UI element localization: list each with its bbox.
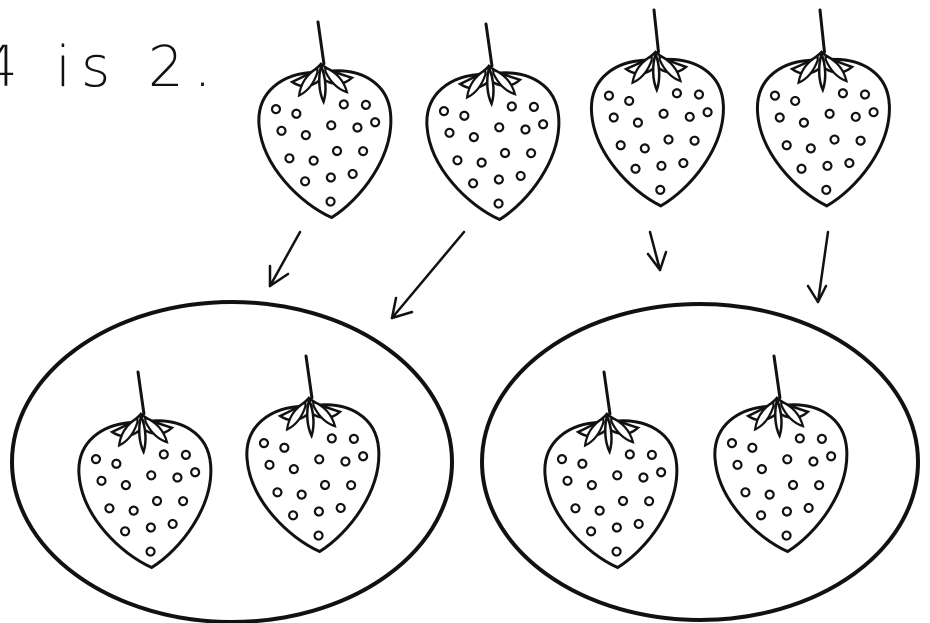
- strawberry-icon: [72, 367, 217, 572]
- arrow-icon: [648, 232, 666, 270]
- arrow-icon: [808, 232, 828, 302]
- strawberry-icon: [420, 19, 565, 224]
- top-row: [252, 8, 893, 224]
- strawberry-icon: [708, 351, 853, 556]
- arrow-icon: [392, 232, 464, 318]
- strawberry-icon: [538, 367, 683, 572]
- strawberry-icon: [240, 351, 385, 556]
- strawberry-icon: [252, 17, 397, 222]
- group-1: [12, 302, 452, 622]
- arrows: [270, 232, 828, 318]
- arrow-icon: [270, 232, 300, 286]
- strawberry-icon: [588, 8, 727, 208]
- strawberry-icon: [754, 8, 893, 208]
- group-2: [482, 304, 918, 620]
